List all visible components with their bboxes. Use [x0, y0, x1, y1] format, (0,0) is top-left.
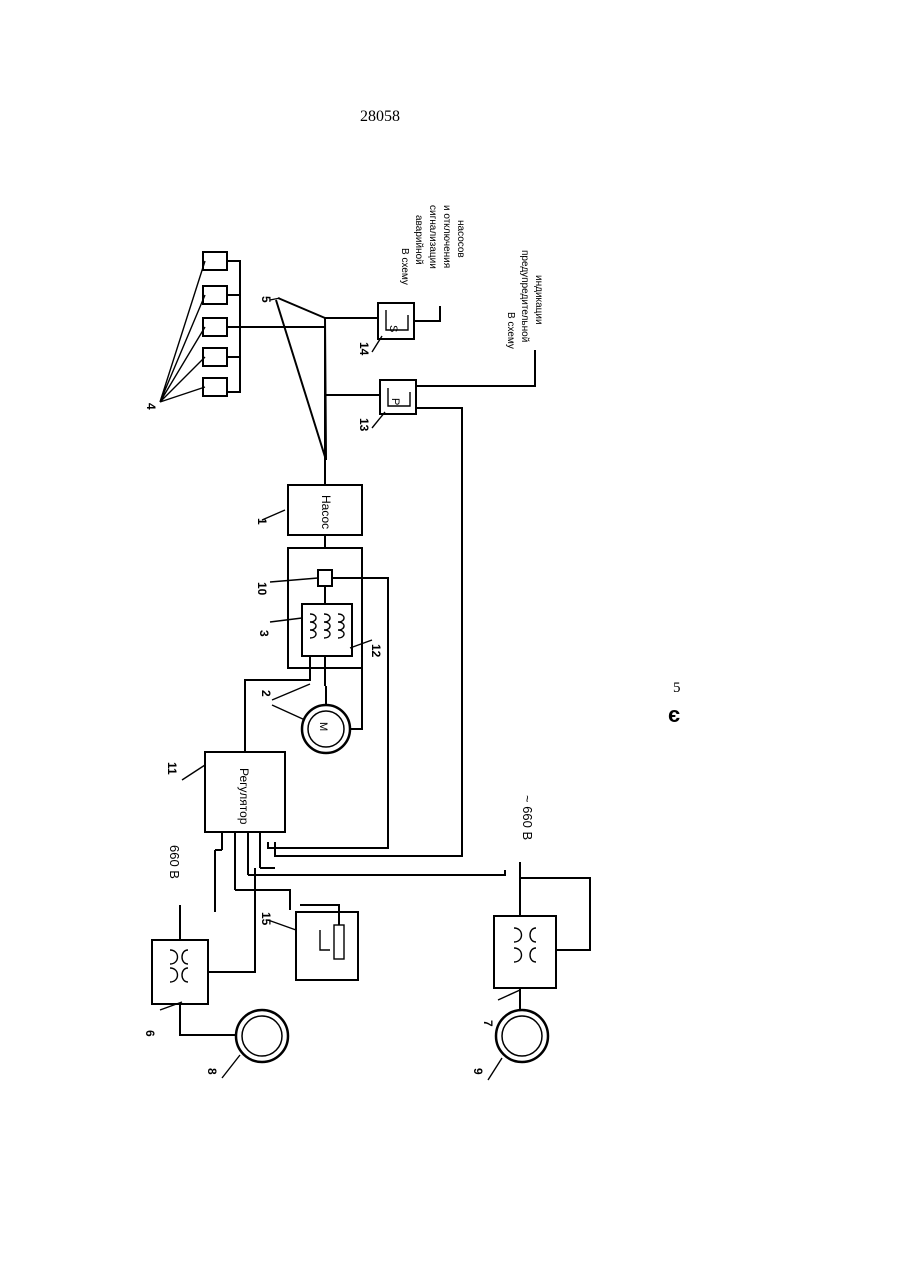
callout-8: 8 — [205, 1068, 219, 1075]
note-alarm-line-2: аварийной — [413, 215, 424, 265]
callout-9: 9 — [471, 1068, 485, 1075]
callout-3: 3 — [257, 630, 271, 637]
callout-6: 6 — [143, 1030, 157, 1037]
pump-label: Насос — [319, 495, 333, 529]
unit-box-4 — [203, 348, 227, 366]
note-alarm-line-1: В схему — [399, 248, 410, 285]
supply-label-top: 660 В — [167, 845, 182, 879]
callout-13: 13 — [357, 418, 371, 432]
callout-7: 7 — [481, 1020, 495, 1027]
setpoint-block — [296, 905, 358, 980]
callout-1: 1 — [255, 518, 269, 525]
note-warning: В схему предупредительной индикации — [505, 250, 544, 349]
unit-box-3 — [203, 318, 227, 336]
note-alarm: В схему аварийной сигнализации и отключе… — [399, 205, 466, 285]
transformer-6 — [152, 868, 288, 1062]
regulator-block: Регулятор — [205, 752, 505, 912]
note-alarm-line-5: насосов — [455, 220, 466, 258]
callout-15: 15 — [259, 912, 273, 926]
regulator-label: Регулятор — [237, 768, 251, 825]
callout-12: 12 — [369, 644, 383, 658]
supply-label-bottom: ~ 660 В — [520, 795, 535, 840]
callout-4: 4 — [144, 403, 158, 410]
unit-box-2 — [203, 286, 227, 304]
note-warning-line-1: В схему — [505, 312, 516, 349]
note-alarm-line-4: и отключения — [441, 205, 452, 268]
callout-10: 10 — [255, 582, 269, 596]
note-warning-line-3: индикации — [533, 275, 544, 325]
pump-block: Насос — [288, 485, 362, 548]
sensor-s: S — [378, 303, 440, 339]
note-warning-line-2: предупредительной — [519, 250, 530, 342]
note-alarm-line-3: сигнализации — [427, 205, 438, 269]
unit-box-5 — [203, 378, 227, 396]
callout-2: 2 — [259, 690, 273, 697]
transformer-7 — [494, 862, 590, 1062]
motor-label: М — [317, 722, 329, 731]
coupling-box — [318, 570, 332, 586]
callout-14: 14 — [357, 342, 371, 356]
callout-5: 5 — [259, 296, 273, 303]
sensor-s-label: S — [387, 325, 399, 332]
sensor-p-label: Р — [389, 398, 401, 405]
callout-11: 11 — [165, 762, 179, 775]
unit-box-1 — [203, 252, 227, 270]
